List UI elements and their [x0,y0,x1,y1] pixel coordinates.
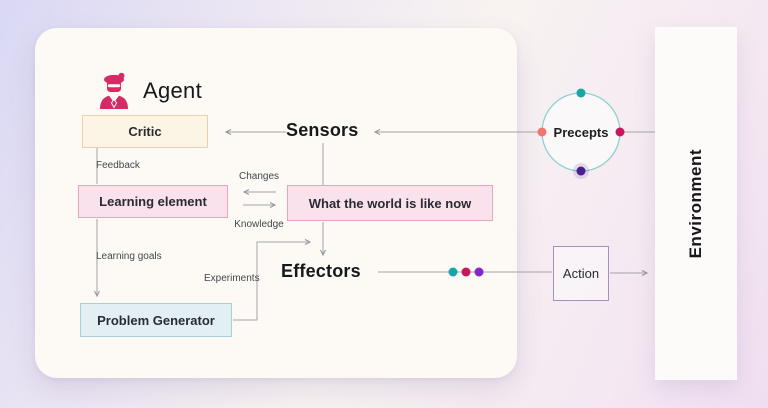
precepts-dot-top-teal [576,88,586,98]
experiments-label: Experiments [204,273,260,284]
critic-box: Critic [82,115,208,148]
problem-generator-box: Problem Generator [80,303,232,337]
world-state-box: What the world is like now [287,185,493,221]
precepts-dot-halo [573,163,589,179]
environment-label: Environment [686,148,705,259]
feedback-label: Feedback [96,160,140,171]
sensors-label: Sensors [286,120,359,140]
learning-element-box: Learning element [78,185,228,218]
agent-card-title: Agent [143,78,202,103]
environment-panel: Environment [655,27,737,380]
knowledge-label: Knowledge [234,219,284,230]
effectors-label: Effectors [281,261,361,281]
changes-label: Changes [238,171,280,182]
learning-goals-label: Learning goals [96,251,162,262]
precepts-dot-left-salmon [537,127,547,137]
precepts-dot-right-magenta [615,127,625,137]
precepts-label: Precepts [553,125,609,140]
agent-spy-icon [100,72,128,109]
agent-header: Agent [97,72,202,110]
action-box: Action [553,246,609,301]
precepts-dot-bottom-purple [576,166,586,176]
